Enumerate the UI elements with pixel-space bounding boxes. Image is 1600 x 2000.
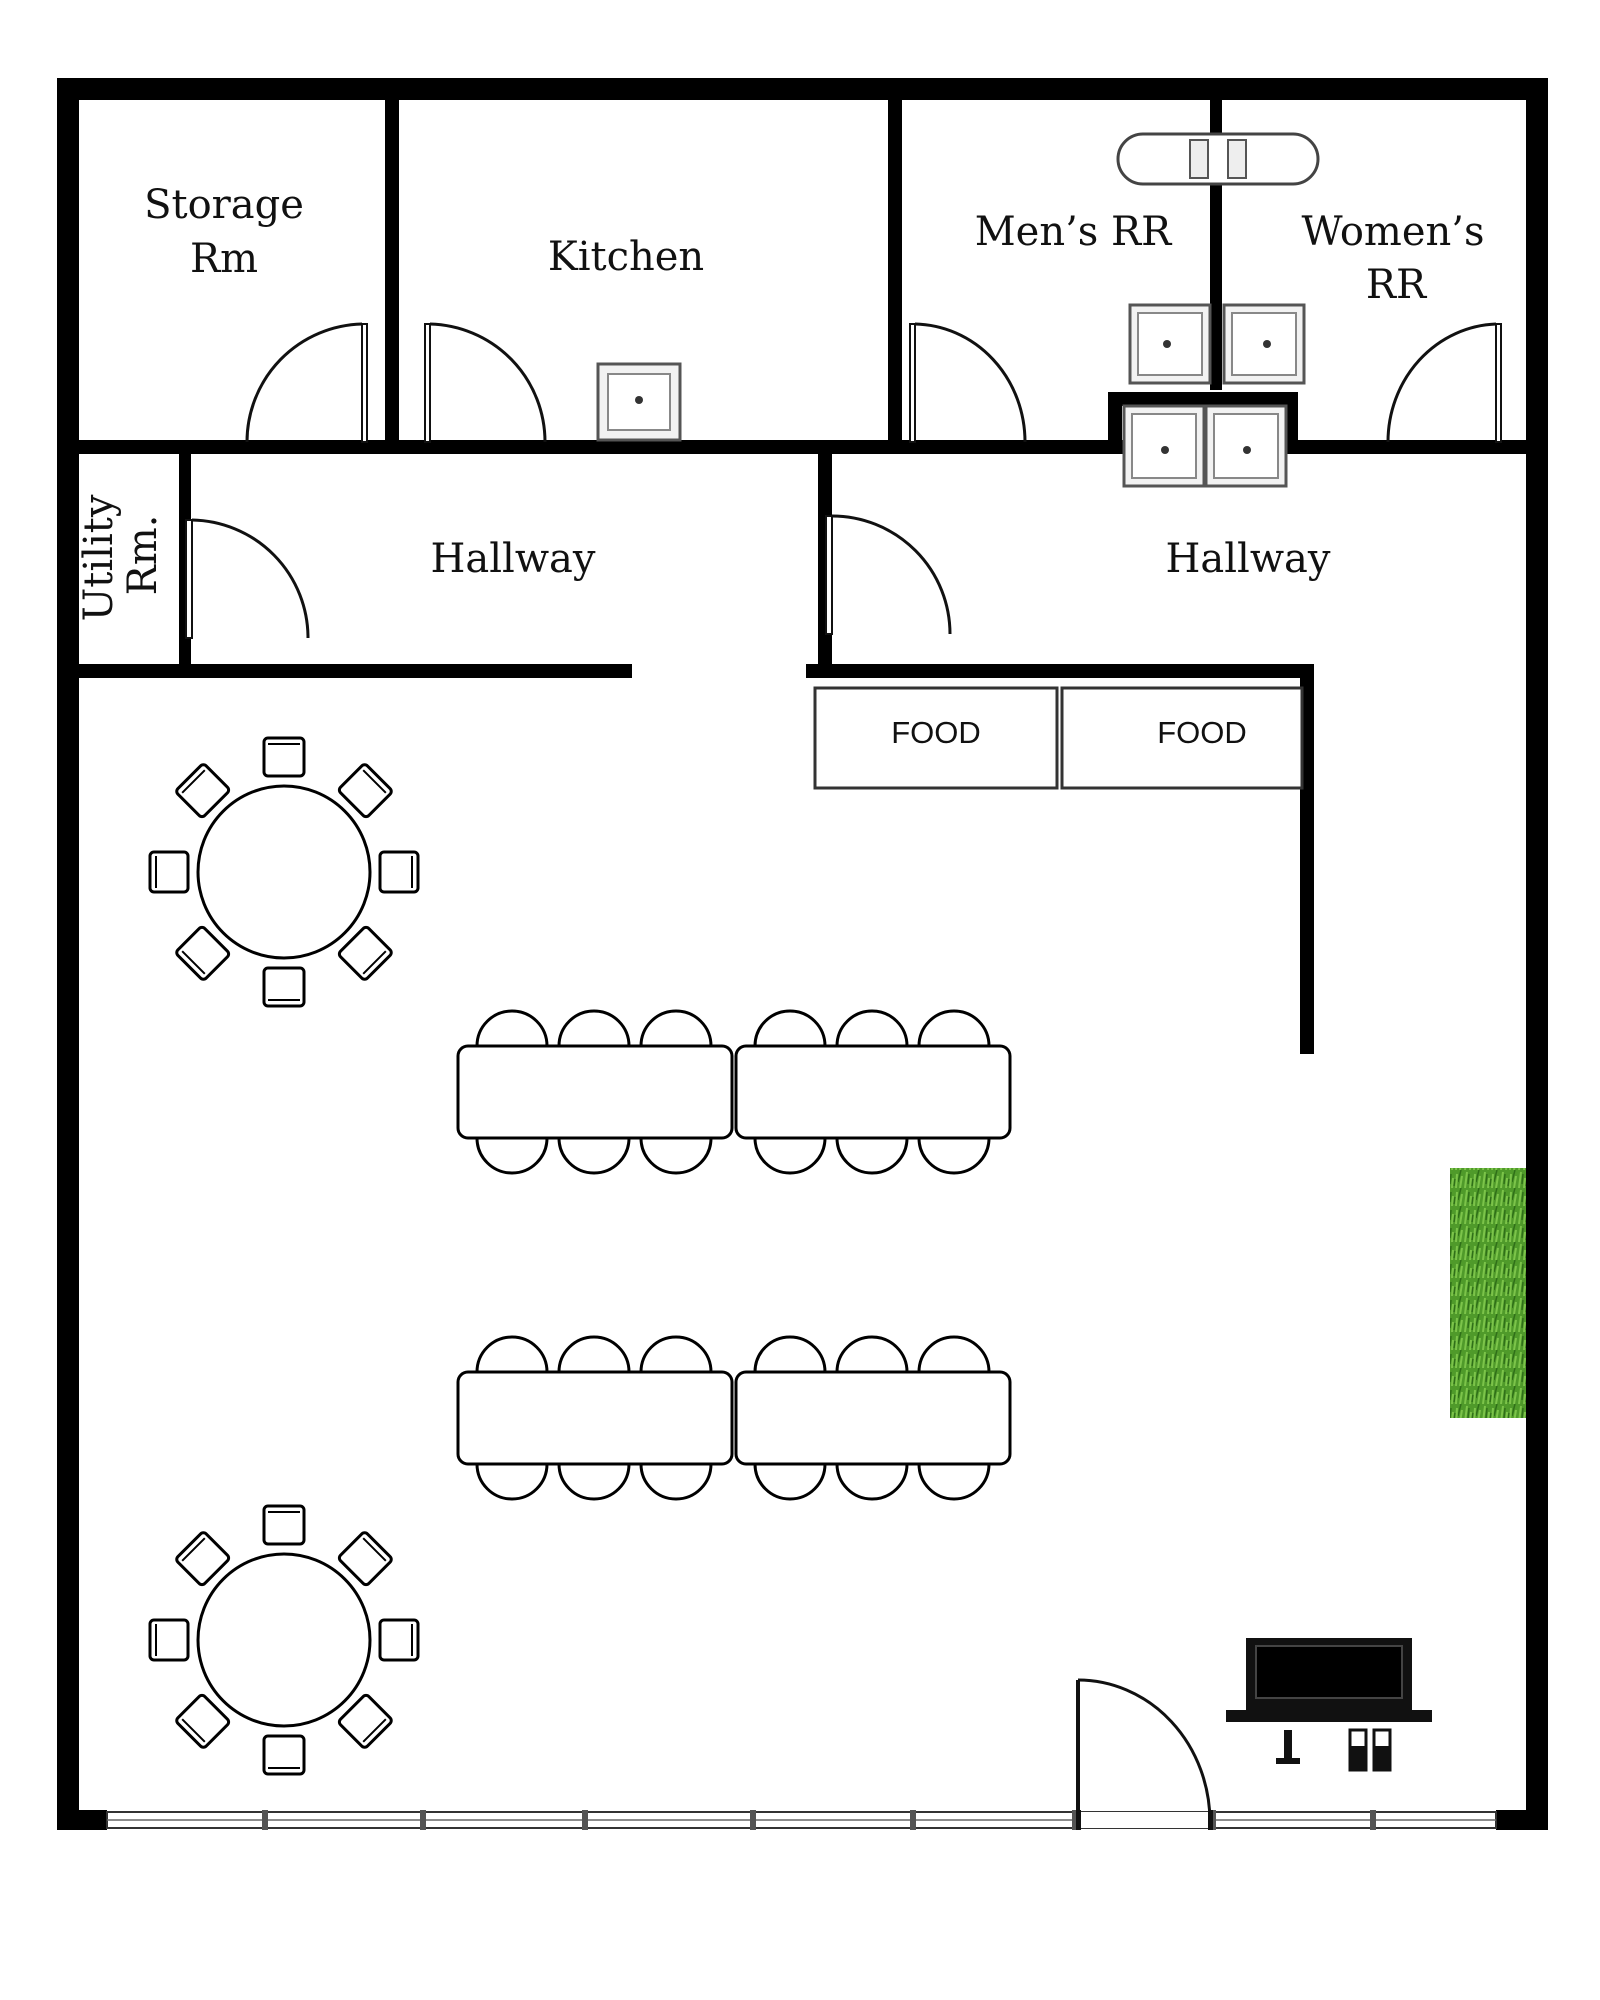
long-table-lower: [456, 1335, 1012, 1501]
left-hallway-label: Hallway: [431, 536, 596, 582]
restroom-sinks: [1122, 303, 1306, 488]
right-hallway-door: [825, 514, 952, 635]
bottom-window-wall: [106, 1810, 1497, 1830]
grass-patch: [1450, 1168, 1526, 1418]
round-table-bottom: [148, 1504, 420, 1776]
storage-door: [245, 322, 368, 443]
round-table-chairs: [148, 736, 420, 1008]
mens-rr-door: [909, 322, 1027, 443]
womens-rr-door: [1386, 322, 1502, 443]
kitchen-sink: [596, 362, 682, 442]
doors: [185, 322, 1502, 1830]
storage-room-label-2: Rm: [190, 236, 258, 282]
food-counter-label-1: FOOD: [891, 715, 981, 750]
mens-restroom-label: Men’s RR: [975, 209, 1173, 255]
kitchen-door: [424, 322, 547, 443]
utility-door: [185, 518, 310, 639]
utility-room-label-2: Rm.: [120, 515, 166, 596]
utility-room-label: Utility: [76, 494, 122, 621]
round-table-chairs: [148, 1504, 420, 1776]
piano-icon: [1226, 1638, 1432, 1772]
long-table-upper: [456, 1009, 1012, 1175]
food-counter-label-2: FOOD: [1157, 715, 1247, 750]
womens-restroom-label-2: RR: [1366, 262, 1428, 308]
round-table-top: [148, 736, 420, 1008]
storage-room-label: Storage: [144, 182, 304, 228]
womens-restroom-label: Women’s: [1301, 209, 1484, 255]
food-counters: FOOD FOOD: [813, 686, 1304, 790]
room-labels: Storage Rm Kitchen Men’s RR Women’s RR H…: [76, 182, 1485, 621]
toilets: [1116, 132, 1320, 186]
interior-walls: [79, 100, 1526, 1054]
right-hallway-label: Hallway: [1166, 536, 1331, 582]
front-entry-door: [1076, 1678, 1213, 1830]
outer-walls: [57, 78, 1548, 1830]
kitchen-label: Kitchen: [548, 234, 704, 280]
